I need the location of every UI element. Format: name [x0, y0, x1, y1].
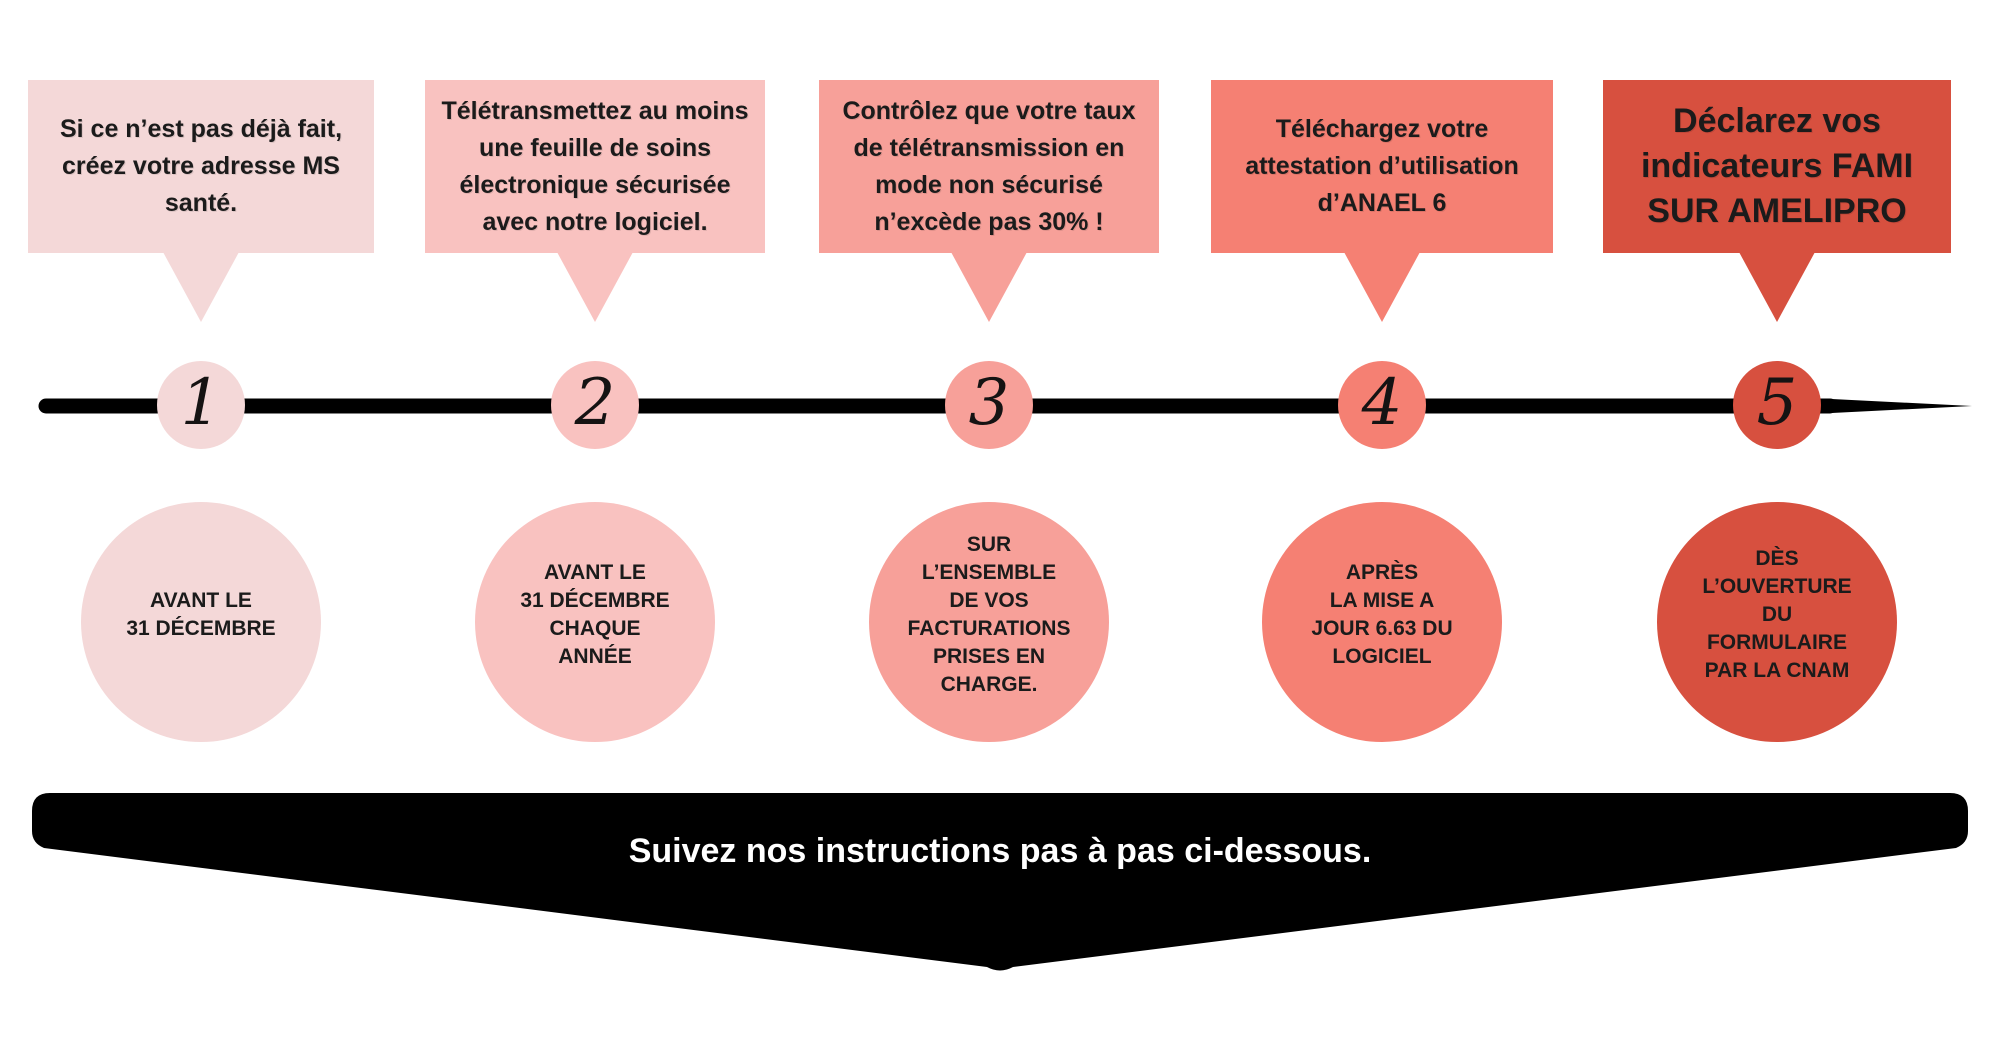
detail-circle-2-text: AVANT LE 31 DÉCEMBRE CHAQUE ANNÉE	[520, 561, 670, 668]
timeline-node-3: 3	[945, 361, 1033, 449]
detail-circle-4: APRÈS LA MISE A JOUR 6.63 DU LOGICIEL	[1262, 502, 1502, 742]
banner-text: Suivez nos instructions pas à pas ci-des…	[628, 832, 1372, 870]
timeline-node-4-number: 4	[1361, 366, 1403, 440]
speech-bubble-4: Téléchargez votre attestation d’utilisat…	[1211, 80, 1553, 253]
timeline-node-3-number: 3	[968, 366, 1010, 440]
timeline-node-4: 4	[1338, 361, 1426, 449]
speech-bubble-3-tail	[951, 252, 1027, 322]
timeline-node-2: 2	[551, 361, 639, 449]
timeline-node-2-number: 2	[574, 366, 616, 440]
detail-circle-3: SUR L’ENSEMBLE DE VOS FACTURATIONS PRISE…	[869, 502, 1109, 742]
speech-bubble-4-tail	[1344, 252, 1420, 322]
speech-bubble-2-tail	[557, 252, 633, 322]
detail-circle-5-text: DÈS L’OUVERTURE DU FORMULAIRE PAR LA CNA…	[1702, 547, 1852, 682]
detail-circle-2: AVANT LE 31 DÉCEMBRE CHAQUE ANNÉE	[475, 502, 715, 742]
speech-bubble-5: Déclarez vos indicateurs FAMI SUR AMELIP…	[1603, 80, 1951, 253]
detail-circle-1-text: AVANT LE 31 DÉCEMBRE	[126, 589, 276, 640]
speech-bubble-2-text: Télétransmettez au moins une feuille de …	[441, 96, 749, 236]
detail-circle-4-text: APRÈS LA MISE A JOUR 6.63 DU LOGICIEL	[1311, 561, 1453, 668]
speech-bubble-4-text: Téléchargez votre attestation d’utilisat…	[1245, 115, 1519, 217]
speech-bubble-1-text: Si ce n’est pas déjà fait, créez votre a…	[59, 115, 343, 217]
detail-circle-1: AVANT LE 31 DÉCEMBRE	[81, 502, 321, 742]
speech-bubble-1-tail	[163, 252, 239, 322]
timeline-node-5: 5	[1733, 361, 1821, 449]
speech-bubble-5-text: Déclarez vos indicateurs FAMI SUR AMELIP…	[1640, 102, 1914, 230]
speech-bubble-3: Contrôlez que votre taux de télétransmis…	[819, 80, 1159, 253]
detail-circle-5: DÈS L’OUVERTURE DU FORMULAIRE PAR LA CNA…	[1657, 502, 1897, 742]
speech-bubble-5-tail	[1739, 252, 1815, 322]
speech-bubble-3-text: Contrôlez que votre taux de télétransmis…	[842, 96, 1136, 236]
timeline-node-5-number: 5	[1756, 366, 1798, 440]
speech-bubble-1: Si ce n’est pas déjà fait, créez votre a…	[28, 80, 374, 253]
timeline-node-1-number: 1	[180, 366, 222, 440]
timeline-taper-tip	[1822, 398, 1972, 414]
banner-shape-path	[32, 793, 1968, 971]
detail-circle-3-text: SUR L’ENSEMBLE DE VOS FACTURATIONS PRISE…	[907, 533, 1071, 696]
speech-bubble-2: Télétransmettez au moins une feuille de …	[425, 80, 765, 253]
timeline-node-1: 1	[157, 361, 245, 449]
